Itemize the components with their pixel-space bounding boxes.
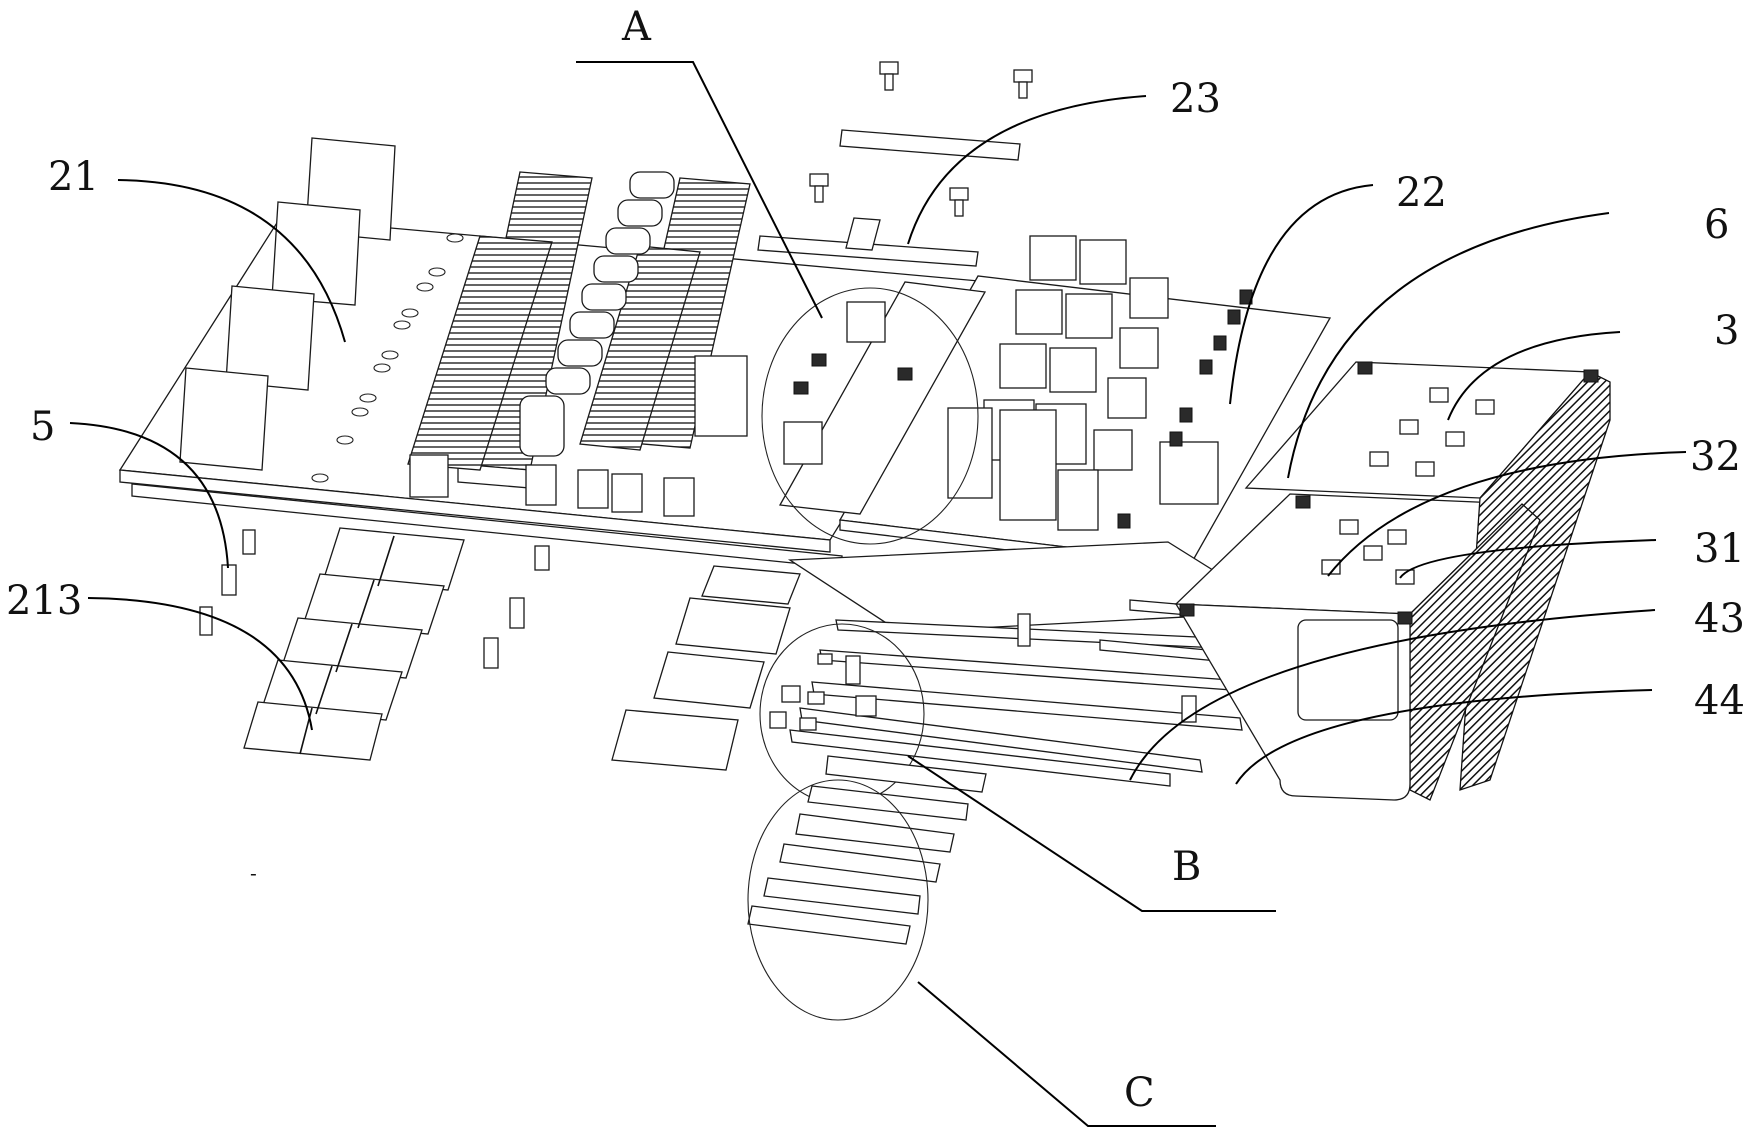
mounting-holes [311, 233, 464, 483]
heat-sink-stacks [407, 171, 751, 489]
leader-32 [1327, 451, 1687, 577]
leader-6 [1287, 212, 1610, 479]
screws [793, 61, 1033, 395]
leader-44 [1235, 689, 1653, 785]
leader-a [576, 61, 823, 319]
label-b: B [1172, 844, 1201, 890]
small-terminals-b [769, 653, 877, 731]
busbar-23 [757, 129, 1021, 267]
label-31: 31 [1694, 526, 1745, 572]
label-43: 43 [1694, 596, 1745, 642]
leader-21 [117, 179, 346, 343]
label-23: 23 [1170, 76, 1221, 122]
connector-strips-c [747, 755, 987, 945]
label-6: 6 [1704, 202, 1729, 248]
label-a: A [621, 4, 652, 50]
detail-circle-a [761, 287, 979, 545]
leader-213 [87, 597, 313, 731]
label-5: 5 [30, 404, 55, 450]
leader-lines [69, 61, 1687, 1127]
reference-labels: A 21 23 22 6 3 5 32 31 213 43 44 B C - [6, 4, 1745, 1116]
terminal-clips [409, 355, 748, 517]
label-21: 21 [48, 154, 99, 200]
leader-3 [1447, 331, 1621, 421]
leader-43 [1129, 609, 1656, 781]
label-213: 213 [6, 578, 82, 624]
control-board-22 [778, 235, 1332, 573]
label-3: 3 [1714, 308, 1739, 354]
label-44: 44 [1694, 678, 1745, 724]
enclosure-terminals-31-32 [1321, 387, 1495, 585]
center-power-modules [611, 565, 801, 771]
leader-31 [1399, 539, 1657, 579]
enclosure-3 [1174, 361, 1611, 801]
leader-23 [907, 95, 1147, 245]
label-22: 22 [1396, 170, 1447, 216]
detail-circle-c [747, 779, 929, 1021]
label-32: 32 [1690, 434, 1741, 480]
leader-5 [69, 422, 229, 569]
leader-c [917, 981, 1216, 1127]
label-c: C [1124, 1070, 1155, 1116]
leader-22 [1229, 184, 1374, 405]
power-modules-213 [243, 527, 465, 761]
vertical-plates [179, 137, 396, 471]
capacitor-chain [519, 171, 675, 457]
leader-b [907, 755, 1276, 912]
stray-mark: - [250, 861, 257, 885]
